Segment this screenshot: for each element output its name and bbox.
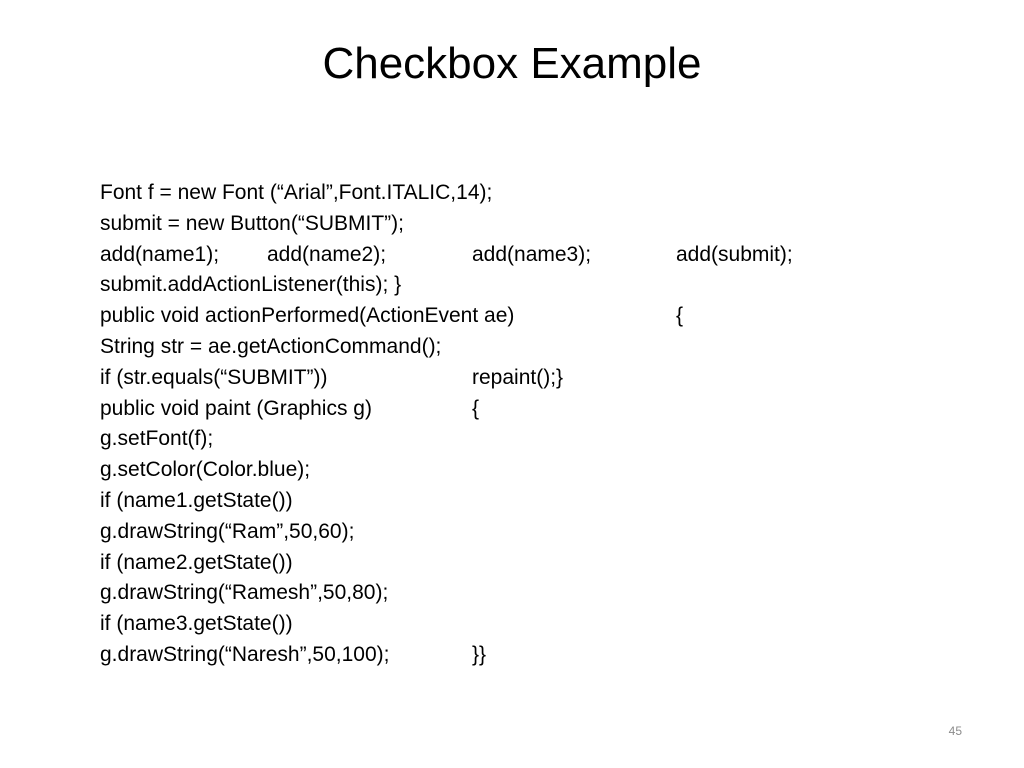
code-line: g.setColor(Color.blue); [100, 455, 880, 486]
code-line: if (name1.getState()) [100, 486, 880, 517]
code-segment: if (str.equals(“SUBMIT”)) [100, 365, 328, 389]
code-segment: repaint();} [472, 365, 564, 389]
code-segment: submit = new Button(“SUBMIT”); [100, 211, 404, 235]
code-line: g.drawString(“Ramesh”,50,80); [100, 578, 880, 609]
code-segment: public void actionPerformed(ActionEvent … [100, 304, 515, 328]
code-line: if (name2.getState()) [100, 548, 880, 579]
code-line: if (name3.getState()) [100, 609, 880, 640]
code-segment: if (name2.getState()) [100, 550, 293, 574]
code-segment: submit.addActionListener(this); } [100, 273, 402, 297]
slide-title: Checkbox Example [322, 39, 702, 88]
code-segment: g.setColor(Color.blue); [100, 458, 311, 482]
code-segment: { [676, 304, 684, 328]
code-line: Font f = new Font (“Arial”,Font.ITALIC,1… [100, 178, 880, 209]
code-segment: add(name3); [472, 242, 592, 266]
code-segment: g.drawString(“Ram”,50,60); [100, 519, 355, 543]
code-line: g.drawString(“Ram”,50,60); [100, 517, 880, 548]
code-segment: g.setFont(f); [100, 427, 214, 451]
code-segment: }} [472, 642, 487, 666]
code-segment: if (name1.getState()) [100, 488, 293, 512]
code-segment: add(name2); [267, 242, 387, 266]
code-line: g.drawString(“Naresh”,50,100); }} [100, 640, 880, 671]
code-line: if (str.equals(“SUBMIT”)) repaint();} [100, 363, 880, 394]
code-segment: add(submit); [676, 242, 793, 266]
code-line: submit.addActionListener(this); } [100, 270, 880, 301]
code-line: g.setFont(f); [100, 424, 880, 455]
code-segment: add(name1); [100, 242, 220, 266]
code-segment: String str = ae.getActionCommand(); [100, 334, 442, 358]
code-line: String str = ae.getActionCommand(); [100, 332, 880, 363]
code-segment: if (name3.getState()) [100, 612, 293, 636]
code-segment: Font f = new Font (“Arial”,Font.ITALIC,1… [100, 181, 493, 204]
code-block: Font f = new Font (“Arial”,Font.ITALIC,1… [100, 178, 880, 671]
code-line: submit = new Button(“SUBMIT”); [100, 209, 880, 240]
code-segment: g.drawString(“Naresh”,50,100); [100, 642, 390, 666]
code-line: public void paint (Graphics g) { [100, 394, 880, 425]
slide-number: 45 [948, 724, 962, 738]
code-segment: g.drawString(“Ramesh”,50,80); [100, 581, 389, 605]
code-segment: public void paint (Graphics g) [100, 396, 372, 420]
code-segment: { [472, 396, 480, 420]
code-line: public void actionPerformed(ActionEvent … [100, 301, 880, 332]
code-line: add(name1); add(name2); add(name3); add(… [100, 240, 880, 271]
